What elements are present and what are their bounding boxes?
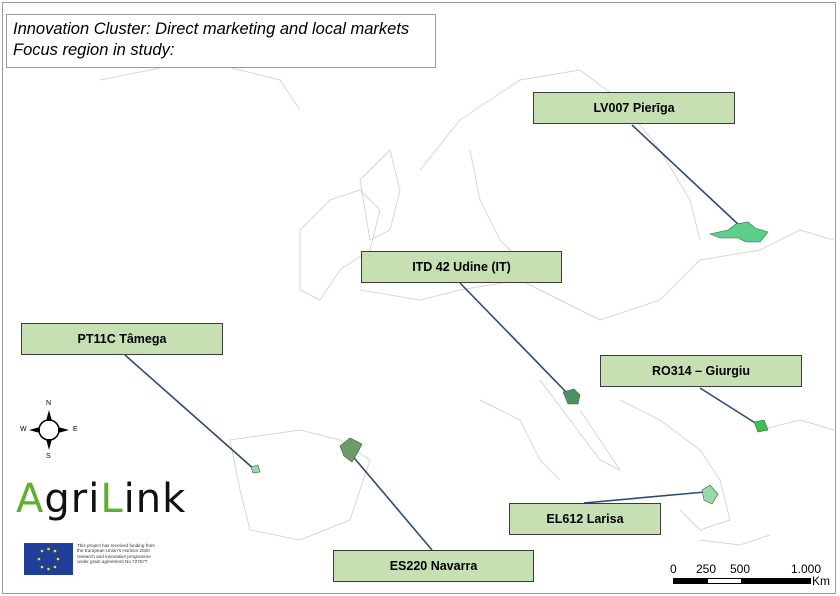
compass-s: S xyxy=(46,453,51,460)
title-line-2: Focus region in study: xyxy=(13,41,175,59)
compass-w: W xyxy=(20,426,27,433)
title-line-1: Innovation Cluster: Direct marketing and… xyxy=(13,20,410,38)
scale-bar xyxy=(673,578,811,584)
scale-tick-0: 0 xyxy=(670,562,677,576)
leader-lines xyxy=(124,124,761,551)
agrilink-logo: AgriLink xyxy=(16,476,187,522)
label-ro314: RO314 – Giurgiu xyxy=(600,355,802,387)
label-lv007: LV007 Pierīga xyxy=(533,92,735,124)
label-el612: EL612 Larisa xyxy=(509,503,661,535)
eu-funding-text: This project has received funding from t… xyxy=(77,543,155,565)
region-ro314[interactable] xyxy=(753,419,769,433)
region-es220[interactable] xyxy=(339,437,363,463)
region-itd42[interactable] xyxy=(562,388,581,405)
compass-e: E xyxy=(73,426,78,433)
scale-tick-500: 500 xyxy=(730,562,751,576)
coastlines xyxy=(99,59,835,546)
scale-unit: Km xyxy=(812,574,830,588)
compass-n: N xyxy=(46,400,52,407)
region-el612[interactable] xyxy=(701,484,719,505)
map-title: Innovation Cluster: Direct marketing and… xyxy=(6,14,436,68)
compass-rose xyxy=(29,410,69,450)
focus-regions xyxy=(250,221,769,505)
label-itd42: ITD 42 Udine (IT) xyxy=(361,251,562,283)
scale-tick-1000: 1.000 xyxy=(791,562,822,576)
eu-flag-icon xyxy=(24,543,73,575)
region-pt11c[interactable] xyxy=(250,464,261,474)
scale-tick-250: 250 xyxy=(696,562,717,576)
label-es220: ES220 Navarra xyxy=(333,550,534,582)
region-lv007[interactable] xyxy=(708,221,769,243)
label-pt11c: PT11C Tâmega xyxy=(21,323,223,355)
